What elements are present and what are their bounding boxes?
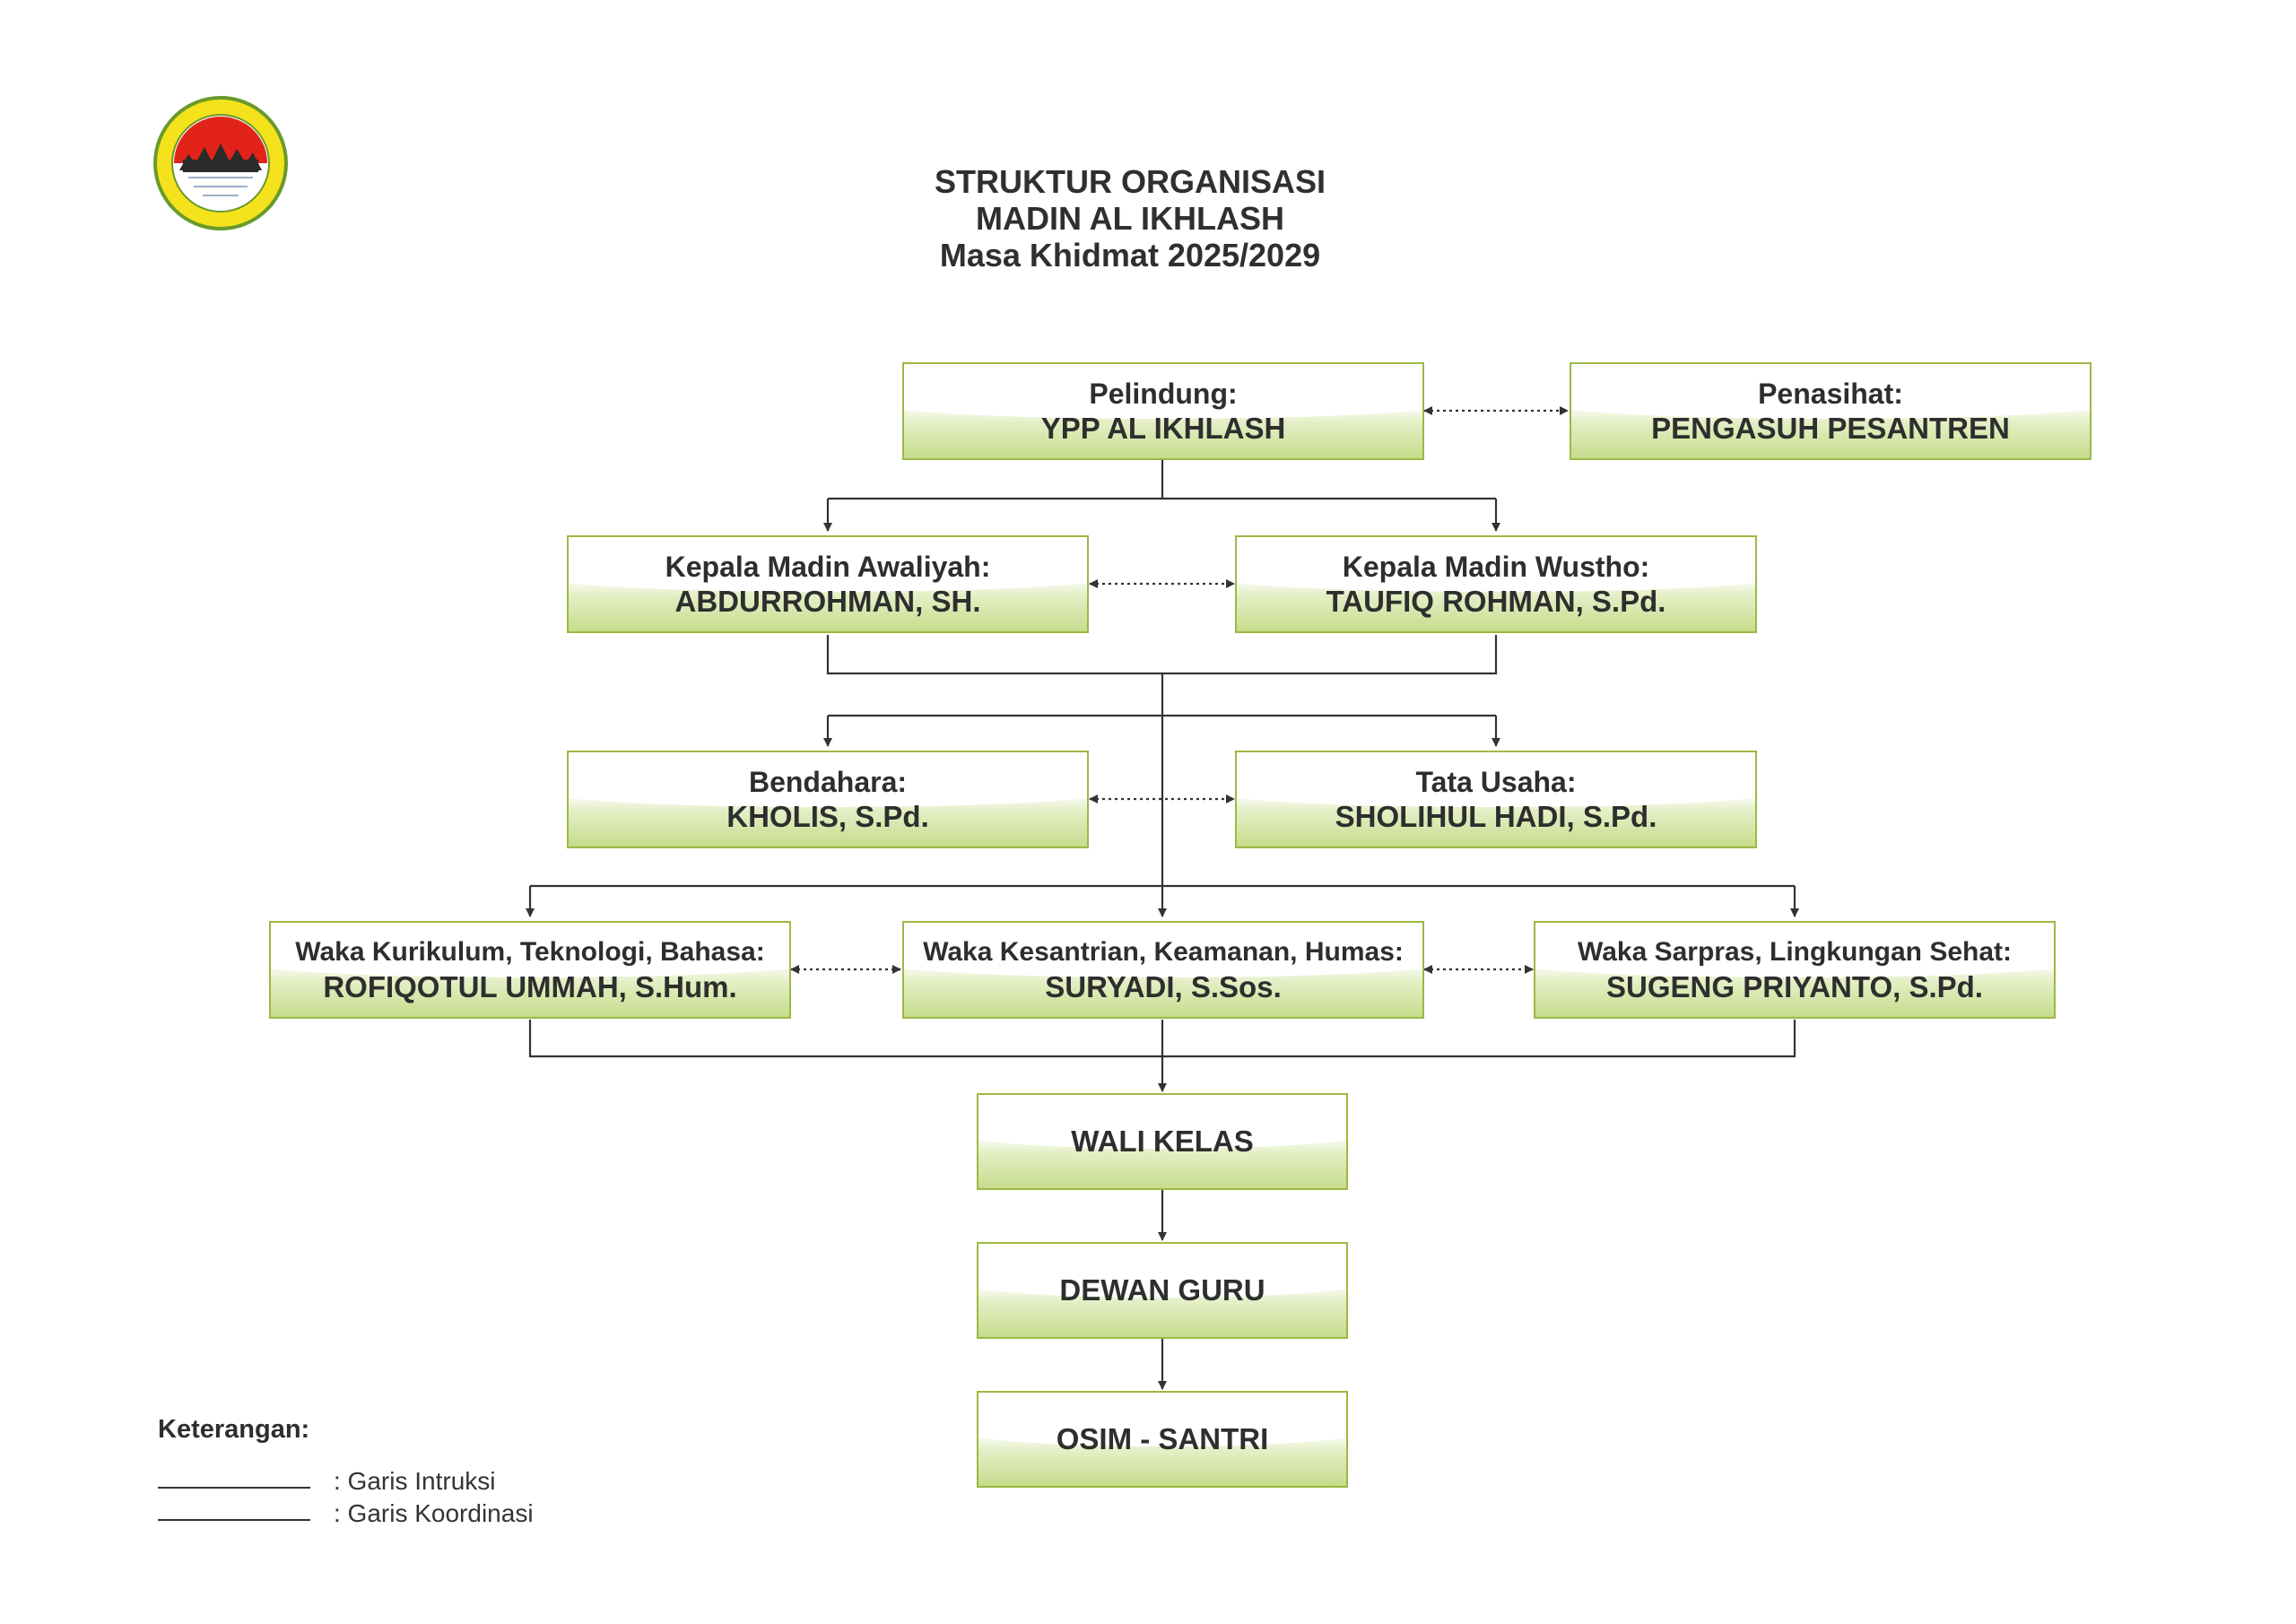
box-name: TAUFIQ ROHMAN, S.Pd. bbox=[1326, 584, 1666, 618]
box-tata-usaha: Tata Usaha: SHOLIHUL HADI, S.Pd. bbox=[1235, 751, 1757, 848]
box-role: Pelindung: bbox=[1089, 377, 1238, 410]
title-line-2: MADIN AL IKHLASH bbox=[976, 200, 1284, 237]
box-role: Bendahara: bbox=[748, 765, 908, 798]
box-name: SHOLIHUL HADI, S.Pd. bbox=[1335, 799, 1657, 833]
box-label: OSIM - SANTRI bbox=[1056, 1422, 1269, 1455]
box-penasihat: Penasihat: PENGASUH PESANTREN bbox=[1570, 362, 2092, 460]
title-line-3: Masa Khidmat 2025/2029 bbox=[939, 237, 1321, 274]
legend-item-koordinasi: : Garis Koordinasi bbox=[158, 1499, 534, 1528]
box-role: Kepala Madin Wustho: bbox=[1342, 550, 1650, 583]
box-osim-santri: OSIM - SANTRI bbox=[977, 1391, 1348, 1488]
title-line-1: STRUKTUR ORGANISASI bbox=[934, 163, 1326, 200]
legend-line bbox=[158, 1507, 310, 1521]
box-pelindung: Pelindung: YPP AL IKHLASH bbox=[902, 362, 1424, 460]
box-role: Waka Kurikulum, Teknologi, Bahasa: bbox=[295, 936, 765, 967]
legend-item-instruksi: : Garis Intruksi bbox=[158, 1467, 495, 1496]
box-role: Penasihat: bbox=[1758, 377, 1903, 410]
school-seal-icon bbox=[153, 96, 288, 230]
box-role: Waka Sarpras, Lingkungan Sehat: bbox=[1578, 936, 2012, 967]
instruction-line bbox=[826, 635, 1498, 675]
legend-line bbox=[158, 1474, 310, 1489]
box-kepala-awaliyah: Kepala Madin Awaliyah: ABDURROHMAN, SH. bbox=[567, 535, 1089, 633]
box-waka-kesantrian: Waka Kesantrian, Keamanan, Humas: SURYAD… bbox=[902, 921, 1424, 1019]
chart-title: STRUKTUR ORGANISASI MADIN AL IKHLASH Mas… bbox=[789, 163, 1471, 274]
box-name: PENGASUH PESANTREN bbox=[1651, 411, 2010, 445]
box-label: DEWAN GURU bbox=[1059, 1273, 1265, 1307]
legend-label: : Garis Intruksi bbox=[334, 1467, 496, 1495]
legend-label: : Garis Koordinasi bbox=[334, 1499, 534, 1527]
box-name: ROFIQOTUL UMMAH, S.Hum. bbox=[323, 969, 737, 1003]
box-wali-kelas: WALI KELAS bbox=[977, 1093, 1348, 1190]
box-waka-kurikulum: Waka Kurikulum, Teknologi, Bahasa: ROFIQ… bbox=[269, 921, 791, 1019]
box-name: YPP AL IKHLASH bbox=[1040, 411, 1286, 445]
legend-title: Keterangan: bbox=[158, 1415, 310, 1444]
box-waka-sarpras: Waka Sarpras, Lingkungan Sehat: SUGENG P… bbox=[1534, 921, 2056, 1019]
box-name: ABDURROHMAN, SH. bbox=[674, 584, 981, 618]
box-role: Kepala Madin Awaliyah: bbox=[665, 550, 991, 583]
box-kepala-wustho: Kepala Madin Wustho: TAUFIQ ROHMAN, S.Pd… bbox=[1235, 535, 1757, 633]
box-role: Waka Kesantrian, Keamanan, Humas: bbox=[923, 936, 1404, 967]
box-bendahara: Bendahara: KHOLIS, S.Pd. bbox=[567, 751, 1089, 848]
box-name: SURYADI, S.Sos. bbox=[1045, 969, 1282, 1003]
box-name: KHOLIS, S.Pd. bbox=[726, 799, 929, 833]
box-role: Tata Usaha: bbox=[1415, 765, 1577, 798]
box-label: WALI KELAS bbox=[1071, 1125, 1254, 1158]
box-name: SUGENG PRIYANTO, S.Pd. bbox=[1606, 969, 1983, 1003]
box-dewan-guru: DEWAN GURU bbox=[977, 1242, 1348, 1339]
